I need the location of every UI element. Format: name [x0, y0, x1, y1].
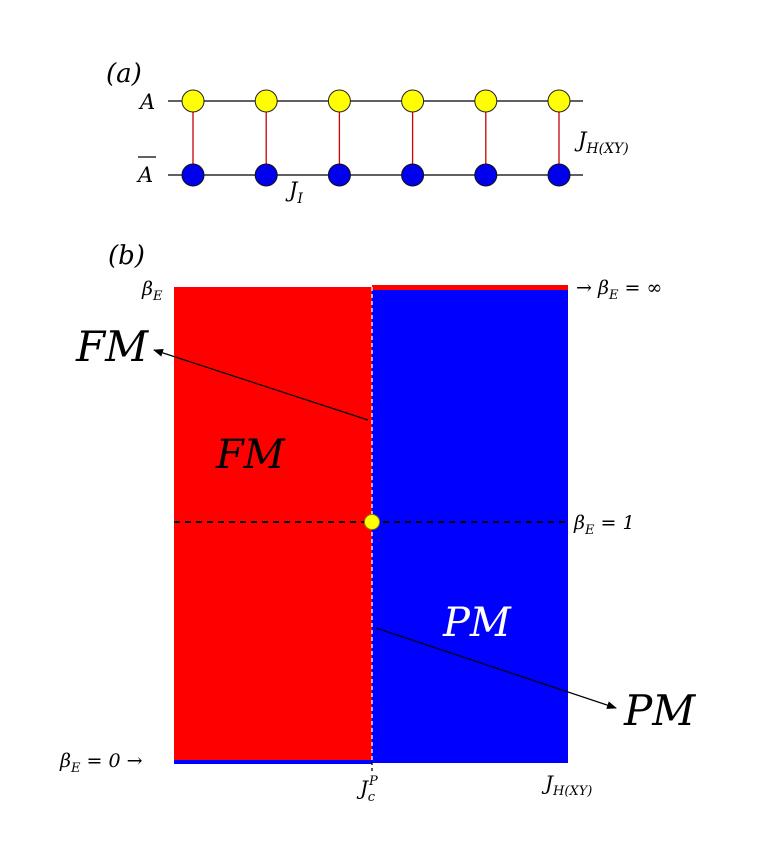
bottom-site [327, 163, 351, 187]
bottom-site [181, 163, 205, 187]
beta-infinity-label: → βE = ∞ [576, 277, 662, 303]
bottom-boundary-strip [174, 760, 372, 764]
beta-zero-label: βE = 0 → [59, 750, 143, 776]
bottom-row-label: A [136, 163, 153, 187]
critical-point [364, 514, 380, 530]
leg-coupling-label: JH(XY) [574, 128, 629, 157]
top-site [547, 89, 571, 113]
pm-region [372, 290, 568, 763]
top-site [254, 89, 278, 113]
rung-coupling-label: JI [285, 178, 303, 207]
rung-lines [192, 101, 560, 175]
x-axis-end-label: JH(XY) [541, 771, 592, 799]
top-row-label: A [138, 90, 155, 114]
panel-b-tag: (b) [108, 241, 145, 271]
top-site [327, 89, 351, 113]
top-site [401, 89, 425, 113]
y-axis-label: βE [141, 278, 163, 304]
panel-a-ladder: (a) A A JH(XY) JI [106, 59, 629, 207]
bottom-sites [181, 163, 571, 187]
bottom-site [401, 163, 425, 187]
bottom-site [547, 163, 571, 187]
pm-callout-arrow [375, 627, 617, 709]
bottom-site [474, 163, 498, 187]
panel-a-tag: (a) [106, 59, 142, 89]
callout-label-pm: PM [623, 686, 696, 735]
fm-callout-arrow [153, 348, 369, 421]
region-label-fm: FM [215, 432, 286, 478]
fm-region [174, 287, 372, 763]
top-boundary-strip [372, 285, 568, 290]
bottom-site [254, 163, 278, 187]
top-site [181, 89, 205, 113]
beta-one-label: βE = 1 [573, 512, 635, 538]
top-sites [181, 89, 571, 113]
top-site [474, 89, 498, 113]
callout-label-fm: FM [75, 322, 149, 371]
region-label-pm: PM [442, 600, 512, 646]
panel-b-phase-diagram: (b) FM PM FM PM βE → βE = ∞ βE = 1 βE = … [59, 241, 696, 805]
